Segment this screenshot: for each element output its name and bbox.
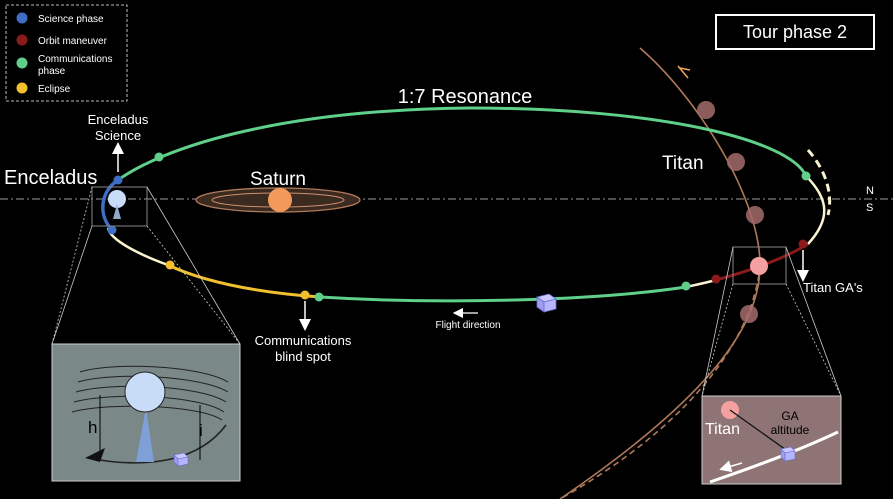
titan-orbit-path-dashed — [559, 264, 761, 499]
titan-position-2 — [727, 153, 745, 171]
orbit-lower-right-segment — [685, 278, 717, 289]
orbit-eclipse-segment — [167, 263, 321, 299]
south-label: S — [866, 202, 873, 214]
titan-path-arrow — [677, 65, 691, 79]
node-comm-3 — [681, 281, 691, 291]
legend-eclipse-swatch — [16, 82, 28, 94]
comm-blind-label-line1: Communications — [255, 333, 352, 348]
titan-position-1 — [697, 101, 715, 119]
titan-zoom-line-left — [701, 246, 734, 397]
titan-zoom-line-right — [785, 246, 842, 397]
north-label: N — [866, 185, 874, 197]
enceladus-zoom-line-right — [146, 186, 241, 345]
orbit-lower-left-segment — [106, 227, 169, 267]
enceladus-moon — [108, 190, 126, 208]
legend-comm-swatch — [16, 57, 28, 69]
inset-h-label: h — [88, 418, 97, 437]
legend-science-label: Science phase — [38, 14, 104, 25]
comm-blind-label-line2: blind spot — [275, 349, 331, 364]
orbit-comm-upper — [117, 106, 808, 182]
node-science-1 — [113, 175, 123, 185]
saturn-planet — [268, 188, 292, 212]
legend-maneuver-label: Orbit maneuver — [38, 36, 108, 47]
legend-eclipse-label: Eclipse — [38, 84, 71, 95]
spacecraft-icon — [536, 293, 557, 313]
title-box — [715, 14, 875, 50]
titan-position-4 — [740, 305, 758, 323]
node-comm-2 — [801, 171, 811, 181]
enceladus-zoom-line-left2 — [51, 225, 93, 345]
orbit-dashed-extension — [806, 149, 832, 216]
titan-ga-label: Titan GA's — [803, 280, 863, 295]
orbit-comm-lower — [319, 285, 687, 303]
flight-direction-label: Flight direction — [435, 320, 500, 331]
enceladus-inset — [51, 343, 241, 482]
node-eclipse-2 — [165, 260, 175, 270]
enceladus-zoom-line-left — [51, 186, 93, 345]
titan-planet — [750, 257, 768, 275]
legend-science-swatch — [16, 12, 28, 24]
enceladus-label: Enceladus — [4, 167, 97, 189]
node-maneuver-1 — [798, 239, 808, 249]
inset-ga-label-line1: GA — [781, 409, 798, 423]
titan-inset — [701, 395, 842, 485]
inset-ga-label-line2: altitude — [771, 423, 810, 437]
legend-comm-label-line2: phase — [38, 66, 66, 77]
inset-titan-label: Titan — [705, 421, 740, 438]
node-comm-1 — [154, 152, 164, 162]
node-maneuver-2 — [711, 274, 721, 284]
enceladus-plume — [113, 204, 121, 219]
inset-i-label: i — [199, 421, 203, 440]
titan-position-3 — [746, 206, 764, 224]
titan-zoom-line-left2 — [701, 283, 734, 397]
saturn-label: Saturn — [250, 169, 306, 190]
titan-label: Titan — [662, 153, 704, 174]
title-label: Tour phase 2 — [743, 22, 847, 42]
node-comm-4 — [314, 292, 324, 302]
enceladus-science-label-line1: Enceladus — [88, 112, 149, 127]
enceladus-science-label-line2: Science — [95, 128, 141, 143]
legend-maneuver-swatch — [16, 34, 28, 46]
titan-zoom-box — [732, 246, 787, 285]
enceladus-zoom-box — [91, 186, 148, 227]
titan-zoom-line-right2 — [785, 283, 842, 397]
node-science-2 — [107, 225, 117, 235]
node-eclipse-1 — [300, 290, 310, 300]
legend-comm-label-line1: Communications — [38, 54, 112, 65]
resonance-label: 1:7 Resonance — [398, 86, 533, 108]
orbit-right-segment — [805, 175, 826, 245]
enceladus-zoom-line-right2 — [146, 225, 241, 345]
